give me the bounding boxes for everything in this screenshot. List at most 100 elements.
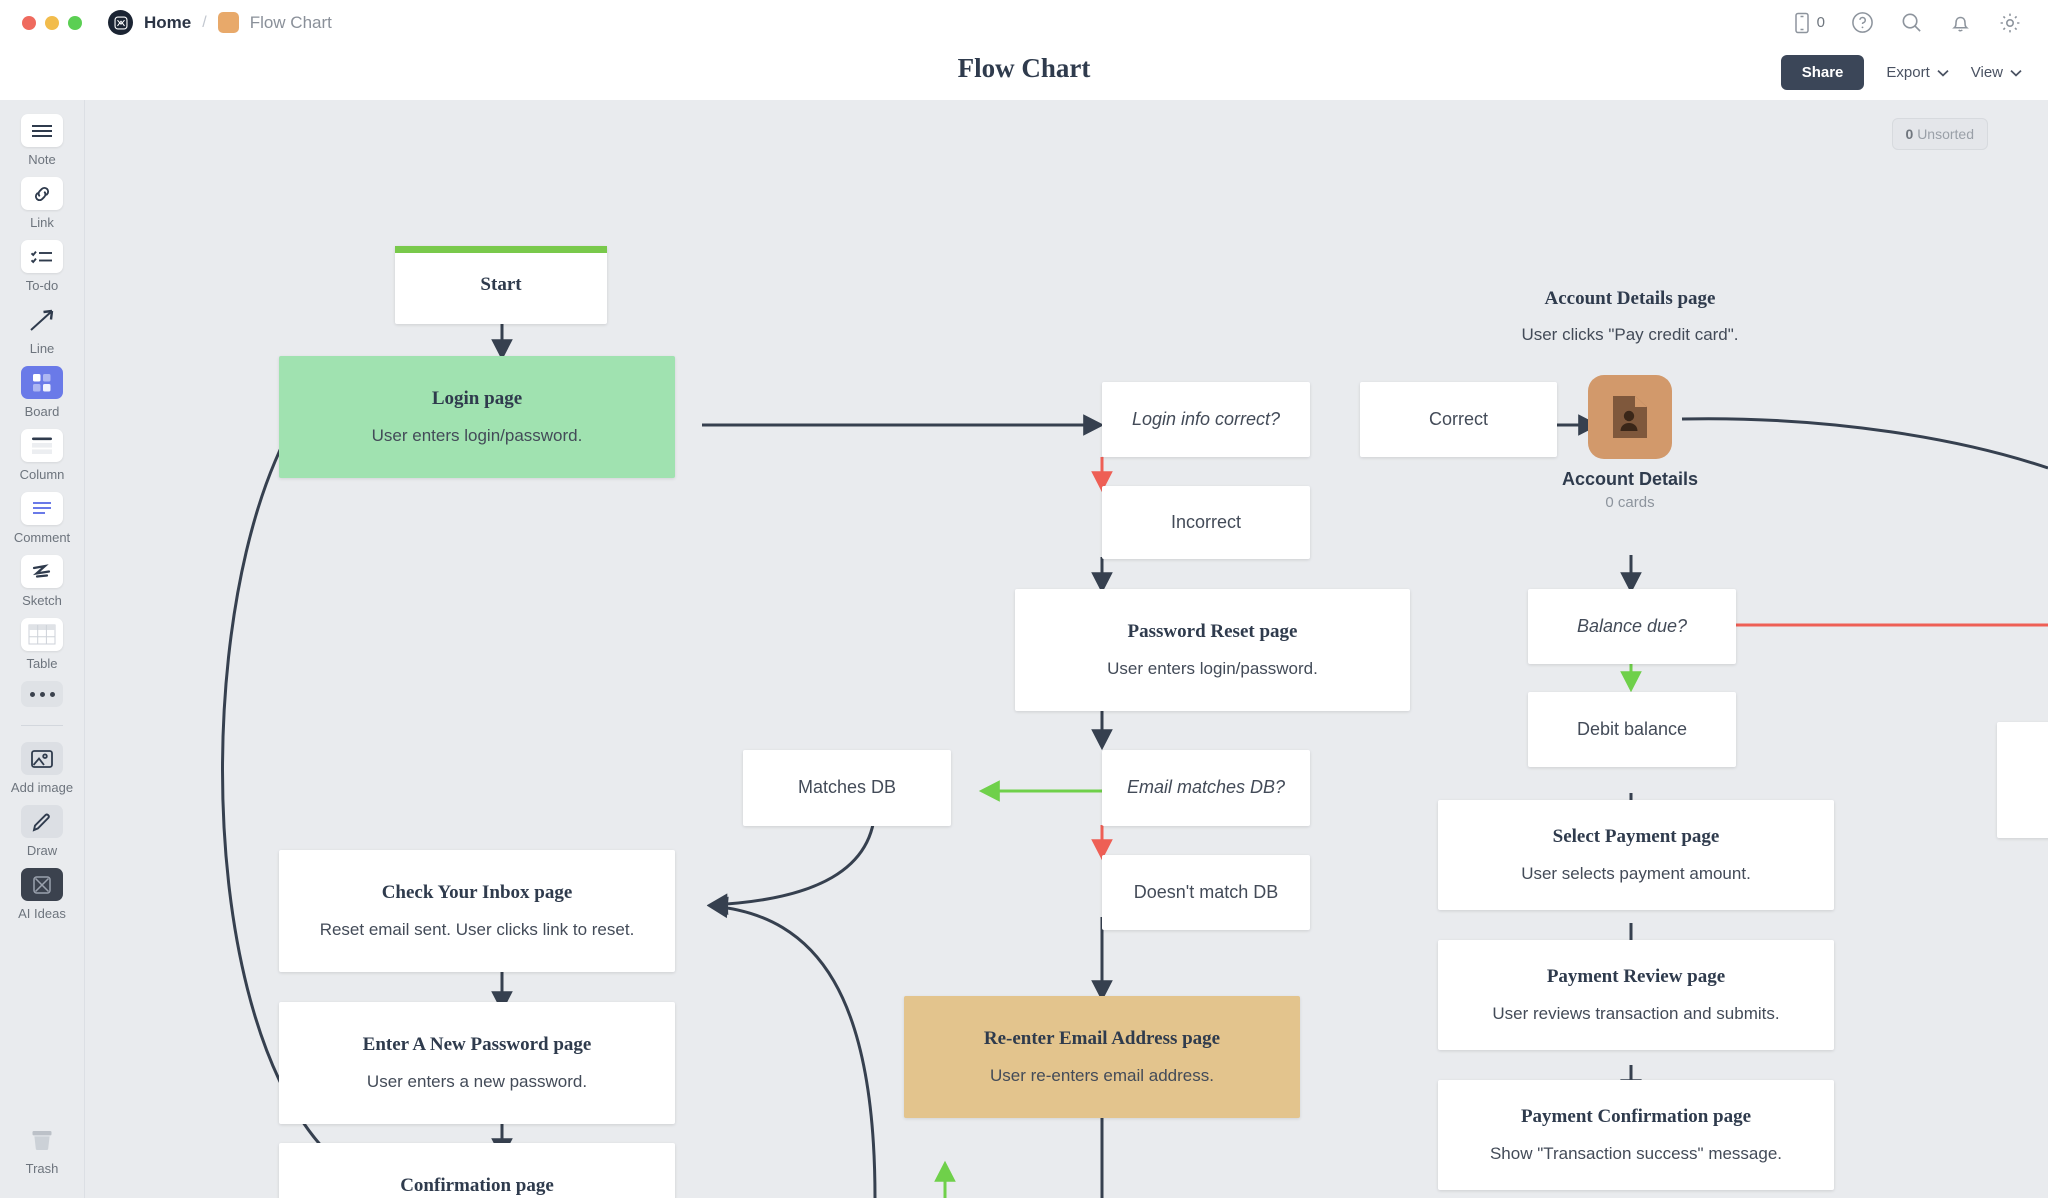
help-icon[interactable] bbox=[1851, 11, 1874, 34]
group-card-count: 0 cards bbox=[1605, 494, 1655, 511]
tool-label: Comment bbox=[13, 530, 71, 545]
page-title: Flow Chart bbox=[957, 53, 1091, 83]
group-account-details[interactable]: Account Details page User clicks "Pay cr… bbox=[1480, 288, 1780, 511]
node-title: Incorrect bbox=[1170, 511, 1242, 532]
top-bar-actions: 0 bbox=[1793, 11, 2022, 35]
node-title: Payment Review page bbox=[1546, 965, 1726, 987]
node-correct[interactable]: Correct bbox=[1360, 382, 1557, 457]
node-incorrect[interactable]: Incorrect bbox=[1102, 486, 1310, 559]
tool-label: Add image bbox=[10, 780, 74, 795]
gear-icon[interactable] bbox=[1998, 11, 2022, 35]
close-window-button[interactable] bbox=[22, 15, 36, 30]
node-balance-due[interactable]: Balance due? bbox=[1528, 589, 1736, 664]
node-reenter-email-page[interactable]: Re-enter Email Address page User re-ente… bbox=[904, 996, 1300, 1118]
pencil-icon bbox=[21, 805, 63, 838]
board-canvas[interactable]: 0 Unsorted bbox=[85, 100, 2048, 1198]
node-confirmation-page[interactable]: Confirmation page Success message. User … bbox=[279, 1143, 675, 1198]
app-logo-icon[interactable] bbox=[108, 10, 133, 35]
tool-label: Draw bbox=[26, 843, 58, 858]
tool-draw[interactable]: Draw bbox=[0, 805, 85, 858]
device-icon[interactable]: 0 bbox=[1793, 12, 1825, 34]
node-payment-review-page[interactable]: Payment Review page User reviews transac… bbox=[1438, 940, 1834, 1050]
more-tools-icon[interactable] bbox=[21, 681, 63, 707]
node-title: Enter A New Password page bbox=[362, 1033, 592, 1055]
link-icon bbox=[21, 177, 63, 210]
traffic-lights bbox=[22, 15, 82, 30]
tool-trash[interactable]: Trash bbox=[0, 1123, 85, 1176]
node-start[interactable]: Start bbox=[395, 246, 607, 324]
title-row: Flow Chart Share Export View bbox=[0, 45, 2048, 100]
tool-label: Link bbox=[30, 215, 54, 230]
node-title: Check Your Inbox page bbox=[381, 881, 573, 903]
tool-label: To-do bbox=[25, 278, 59, 293]
node-debit-balance[interactable]: Debit balance bbox=[1528, 692, 1736, 767]
node-new-password-page[interactable]: Enter A New Password page User enters a … bbox=[279, 1002, 675, 1124]
unsorted-label: Unsorted bbox=[1917, 126, 1974, 142]
tool-label: Board bbox=[24, 404, 60, 419]
node-matches-db-1[interactable]: Matches DB bbox=[743, 750, 951, 826]
node-check-inbox-page[interactable]: Check Your Inbox page Reset email sent. … bbox=[279, 850, 675, 972]
breadcrumb-home[interactable]: Home bbox=[144, 12, 192, 32]
contact-card-icon[interactable] bbox=[1588, 375, 1672, 459]
node-select-payment-page[interactable]: Select Payment page User selects payment… bbox=[1438, 800, 1834, 910]
tool-table[interactable]: Table bbox=[0, 618, 85, 671]
node-title: Confirmation page bbox=[400, 1174, 554, 1196]
tool-label: Trash bbox=[25, 1161, 59, 1176]
group-title: Account Details page bbox=[1544, 288, 1716, 309]
tool-ai-ideas[interactable]: AI Ideas bbox=[0, 868, 85, 921]
node-title: Login page bbox=[431, 387, 523, 409]
view-menu-button[interactable]: View bbox=[1971, 64, 2022, 81]
chevron-down-icon bbox=[2010, 64, 2022, 81]
node-desc: User enters a new password. bbox=[366, 1072, 588, 1092]
unsorted-badge[interactable]: 0 Unsorted bbox=[1891, 118, 1988, 150]
node-desc: Show "Transaction success" message. bbox=[1489, 1144, 1783, 1164]
node-login-page[interactable]: Login page User enters login/password. bbox=[279, 356, 675, 478]
node-login-info-correct[interactable]: Login info correct? bbox=[1102, 382, 1310, 457]
node-payment-confirmation-page[interactable]: Payment Confirmation page Show "Transact… bbox=[1438, 1080, 1834, 1190]
tool-add-image[interactable]: Add image bbox=[0, 742, 85, 795]
node-desc: User selects payment amount. bbox=[1521, 864, 1751, 884]
image-icon bbox=[21, 742, 63, 775]
tool-comment[interactable]: Comment bbox=[0, 492, 85, 545]
node-desc: User enters login/password. bbox=[1107, 659, 1318, 679]
export-label: Export bbox=[1886, 64, 1930, 81]
line-icon bbox=[21, 303, 63, 336]
node-title: Correct bbox=[1428, 408, 1488, 429]
tool-link[interactable]: Link bbox=[0, 177, 85, 230]
node-offscreen-right[interactable]: Sh bbox=[1997, 722, 2048, 838]
zoom-window-button[interactable] bbox=[68, 15, 82, 30]
node-title: Email matches DB? bbox=[1126, 777, 1286, 798]
device-count-value: 0 bbox=[1816, 14, 1825, 31]
chevron-down-icon bbox=[1937, 64, 1949, 81]
node-title: Matches DB bbox=[797, 777, 897, 798]
tool-sketch[interactable]: Sketch bbox=[0, 555, 85, 608]
node-title: Start bbox=[480, 273, 522, 295]
node-password-reset-page[interactable]: Password Reset page User enters login/pa… bbox=[1015, 589, 1410, 711]
node-doesnt-match-db[interactable]: Doesn't match DB bbox=[1102, 855, 1310, 930]
tool-label: AI Ideas bbox=[18, 906, 66, 921]
breadcrumb-current[interactable]: Flow Chart bbox=[249, 12, 332, 32]
minimize-window-button[interactable] bbox=[45, 15, 59, 30]
left-toolbar: Note Link To-do bbox=[0, 100, 85, 1198]
tool-line[interactable]: Line bbox=[0, 303, 85, 356]
node-title: Re-enter Email Address page bbox=[983, 1027, 1221, 1049]
tool-label: Line bbox=[29, 341, 55, 356]
tool-column[interactable]: Column bbox=[0, 429, 85, 482]
group-name: Account Details bbox=[1561, 469, 1699, 489]
export-menu-button[interactable]: Export bbox=[1886, 64, 1949, 81]
tool-board[interactable]: Board bbox=[0, 366, 85, 419]
column-icon bbox=[21, 429, 63, 462]
tool-label: Table bbox=[26, 656, 58, 671]
node-email-matches-db[interactable]: Email matches DB? bbox=[1102, 750, 1310, 826]
note-icon bbox=[21, 114, 63, 147]
search-icon[interactable] bbox=[1900, 11, 1923, 34]
node-desc: User re-enters email address. bbox=[990, 1066, 1214, 1086]
share-button[interactable]: Share bbox=[1780, 55, 1865, 90]
tool-label: Sketch bbox=[22, 593, 62, 608]
tool-todo[interactable]: To-do bbox=[0, 240, 85, 293]
node-title: Doesn't match DB bbox=[1133, 881, 1279, 902]
tool-label: Note bbox=[28, 152, 56, 167]
bell-icon[interactable] bbox=[1949, 11, 1972, 34]
node-title: Select Payment page bbox=[1552, 825, 1720, 847]
tool-note[interactable]: Note bbox=[0, 114, 85, 167]
